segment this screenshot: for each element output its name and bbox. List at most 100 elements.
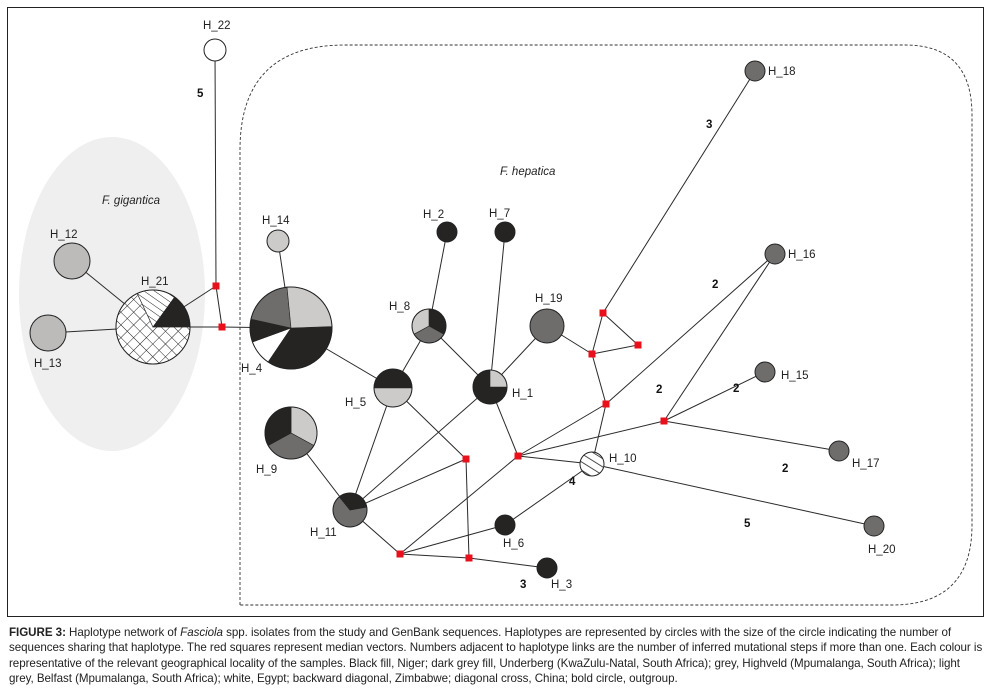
haplotype-network: F. gigantica F. hepatica H_1H_2H_3H_4H_5… [19, 20, 973, 606]
pie-slice [267, 230, 289, 252]
haplotype-H_11 [332, 492, 368, 528]
link-mv9-H_15 [663, 371, 766, 422]
haplotype-outline [536, 557, 558, 579]
haplotype-H_8 [411, 308, 447, 344]
group-label-hepatica: F. hepatica [500, 166, 555, 178]
haplotype-label: H_3 [551, 579, 572, 591]
haplotype-label: H_8 [389, 301, 410, 313]
haplotype-H_6 [494, 514, 516, 536]
group-label-gigantica: F. gigantica [102, 195, 160, 207]
haplotype-label: H_5 [345, 397, 366, 409]
pie-slice [373, 368, 413, 389]
step-count-mv3-H_18: 3 [706, 119, 712, 131]
haplotype-outline [529, 308, 565, 344]
haplotype-outline [754, 361, 776, 383]
haplotype-label: H_20 [868, 544, 896, 556]
link-mv7-mv11 [465, 458, 470, 559]
link-H_5-H_11 [349, 387, 394, 511]
step-count-H_22-mv1: 5 [197, 88, 204, 100]
nodes-layer [29, 38, 885, 579]
haplotype-outline [266, 229, 290, 253]
median-vector [462, 455, 470, 463]
haplotype-label: H_19 [535, 293, 563, 305]
pie-slice [54, 243, 90, 279]
haplotype-label: H_9 [256, 464, 277, 476]
haplotype-outline [764, 243, 786, 265]
haplotype-label: H_10 [609, 453, 637, 465]
pie-slice [286, 286, 333, 329]
figure-caption: FIGURE 3: Haplotype network of Fasciola … [9, 625, 987, 687]
figure-frame [7, 7, 984, 617]
caption-text-2: spp. isolates from the study and GenBank… [9, 626, 983, 686]
median-vector [660, 417, 668, 425]
haplotype-outline [203, 38, 227, 62]
haplotype-H_3 [536, 557, 558, 579]
haplotype-H_17 [828, 440, 850, 462]
step-count-mv6-H_16: 2 [712, 279, 718, 291]
haplotype-H_4 [249, 286, 333, 370]
step-count-H_10-H_6: 4 [569, 476, 576, 488]
median-vector [599, 309, 607, 317]
haplotype-outline [828, 440, 850, 462]
haplotype-label: H_17 [852, 458, 880, 470]
pie-slice [829, 441, 849, 461]
haplotype-outline [249, 286, 333, 370]
link-mv5-mv3 [591, 312, 604, 355]
link-mv8-mv9 [517, 420, 665, 457]
link-mv3-mv4 [602, 312, 639, 346]
haplotype-outline [863, 515, 885, 537]
haplotype-H_5 [373, 368, 413, 408]
haplotype-label: H_6 [503, 538, 524, 550]
haplotype-label: H_4 [241, 363, 263, 375]
haplotype-label: H_1 [512, 388, 533, 400]
link-mv10-H_6 [399, 524, 506, 555]
median-vector [396, 550, 404, 558]
link-mv4-mv5 [591, 344, 639, 355]
pie-slice [745, 61, 765, 81]
haplotype-H_16 [764, 243, 786, 265]
pie-slice [537, 558, 557, 578]
link-H_11-H_1 [349, 386, 491, 511]
median-vector [602, 400, 610, 408]
haplotype-H_15 [754, 361, 776, 383]
link-H_22-mv1 [214, 49, 217, 287]
haplotype-label: H_12 [50, 229, 78, 241]
haplotype-H_7 [494, 221, 516, 243]
haplotype-label: H_7 [489, 208, 510, 220]
pie-slice [755, 362, 775, 382]
link-mv1-mv2 [215, 285, 223, 328]
haplotype-outline [436, 221, 458, 243]
haplotype-label: H_14 [262, 215, 290, 227]
link-mv5-mv6 [591, 353, 607, 405]
link-mv10-mv11 [399, 553, 470, 559]
haplotype-H_9 [264, 406, 318, 460]
haplotype-H_20 [863, 515, 885, 537]
haplotype-H_14 [266, 229, 290, 253]
link-mv9-H_17 [663, 420, 840, 452]
step-count-mv9-H_17: 2 [782, 463, 788, 475]
haplotype-label: H_15 [781, 370, 809, 382]
haplotype-outline [472, 369, 508, 405]
caption-text-1: Haplotype network of [65, 626, 181, 639]
haplotype-label: H_21 [141, 276, 169, 288]
haplotype-label: H_18 [768, 66, 796, 78]
haplotype-H_19 [529, 308, 565, 344]
haplotype-outline [264, 406, 318, 460]
median-vector [634, 341, 642, 349]
pie-slice [30, 315, 66, 351]
pie-slice [373, 387, 413, 408]
haplotype-outline [373, 368, 413, 408]
haplotype-H_1 [472, 369, 508, 405]
haplotype-H_21 [115, 289, 191, 365]
link-mv6-mv8 [517, 403, 607, 457]
haplotype-H_2 [436, 221, 458, 243]
haplotype-outline [115, 289, 191, 365]
haplotype-H_10 [579, 451, 605, 477]
step-count-mv9-H_15: 2 [733, 383, 739, 395]
median-vector [212, 282, 220, 290]
median-vector [514, 452, 522, 460]
haplotype-outline [29, 314, 67, 352]
haplotype-outline [494, 514, 516, 536]
haplotype-outline [332, 492, 368, 528]
